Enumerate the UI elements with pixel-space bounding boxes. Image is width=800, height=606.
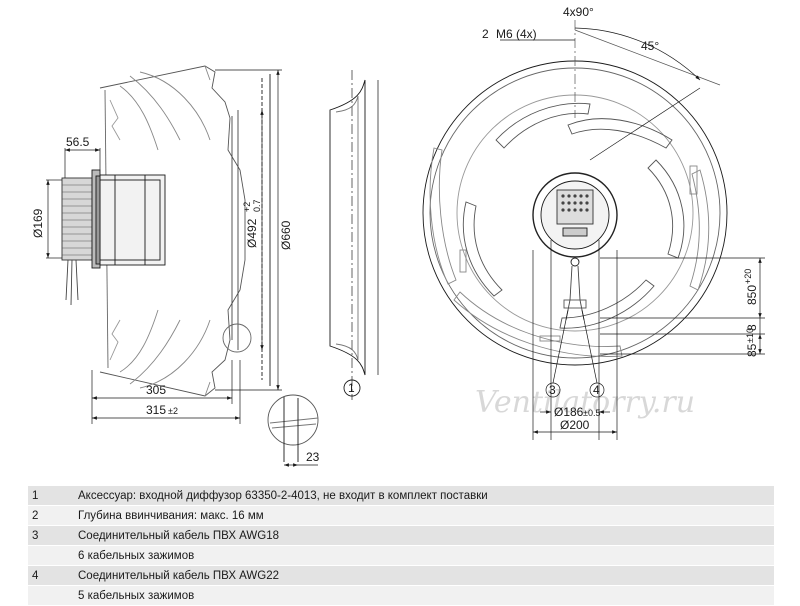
dim-315-tol: ±2	[168, 406, 178, 416]
dim-23: 23	[306, 450, 320, 464]
dim-850-tol: +20	[743, 269, 753, 284]
dim-186: Ø186	[554, 405, 584, 419]
legend-number: 3	[28, 525, 72, 546]
legend-text: Соединительный кабель ПВХ AWG18	[72, 525, 774, 546]
front-view	[422, 60, 728, 366]
legend-text: Глубина ввинчивания: макс. 16 мм	[72, 505, 774, 526]
legend-table: 1 Аксессуар: входной диффузор 63350-2-40…	[28, 486, 774, 606]
dim-85-tol: ±10	[745, 328, 755, 343]
legend-row: 3 Соединительный кабель ПВХ AWG18	[28, 525, 774, 546]
callout-1: 1	[348, 381, 355, 395]
dim-492-tol-upper: +2	[242, 202, 252, 212]
dim-492: Ø492	[245, 218, 259, 248]
dim-492-tol-lower: 0.7	[252, 199, 262, 212]
legend-row: 1 Аксессуар: входной диффузор 63350-2-40…	[28, 486, 774, 506]
dim-186-tol: ±0.5	[583, 408, 600, 418]
front-view-dimensions	[500, 20, 765, 440]
legend-number	[28, 585, 72, 606]
legend-row: 6 кабельных зажимов	[28, 545, 774, 566]
dim-305: 305	[146, 383, 166, 397]
legend-row: 5 кабельных зажимов	[28, 585, 774, 606]
legend-row: 4 Соединительный кабель ПВХ AWG22	[28, 565, 774, 586]
dim-8: 8	[745, 324, 759, 331]
thread-label: M6 (4x)	[496, 27, 537, 41]
callout-4: 4	[593, 383, 600, 397]
legend-number	[28, 545, 72, 566]
side-view	[61, 65, 319, 462]
callout-3: 3	[549, 383, 556, 397]
angle-45: 45°	[641, 39, 659, 53]
legend-number: 1	[28, 486, 72, 506]
legend-number: 2	[28, 505, 72, 526]
legend-row: 2 Глубина ввинчивания: макс. 16 мм	[28, 505, 774, 526]
legend-text: 5 кабельных зажимов	[72, 585, 774, 606]
inlet-diffuser	[329, 70, 379, 400]
dim-660: Ø660	[279, 220, 293, 250]
dim-56-5: 56.5	[66, 135, 90, 149]
callout-2: 2	[482, 27, 489, 41]
dim-315: 315	[146, 403, 166, 417]
legend-number: 4	[28, 565, 72, 586]
dim-85: 85	[745, 343, 759, 357]
legend-text: 6 кабельных зажимов	[72, 545, 774, 566]
watermark: Ventilatorry.ru	[475, 385, 695, 420]
dim-169: Ø169	[31, 208, 45, 238]
legend-text: Соединительный кабель ПВХ AWG22	[72, 565, 774, 586]
dim-200: Ø200	[560, 418, 590, 432]
legend-text: Аксессуар: входной диффузор 63350-2-4013…	[72, 486, 774, 506]
side-view-dimensions	[46, 69, 318, 467]
angle-4x90: 4x90°	[563, 5, 594, 19]
dim-850: 850	[745, 285, 759, 305]
fan-technical-drawing: Ventilatorry.ru	[31, 5, 765, 467]
